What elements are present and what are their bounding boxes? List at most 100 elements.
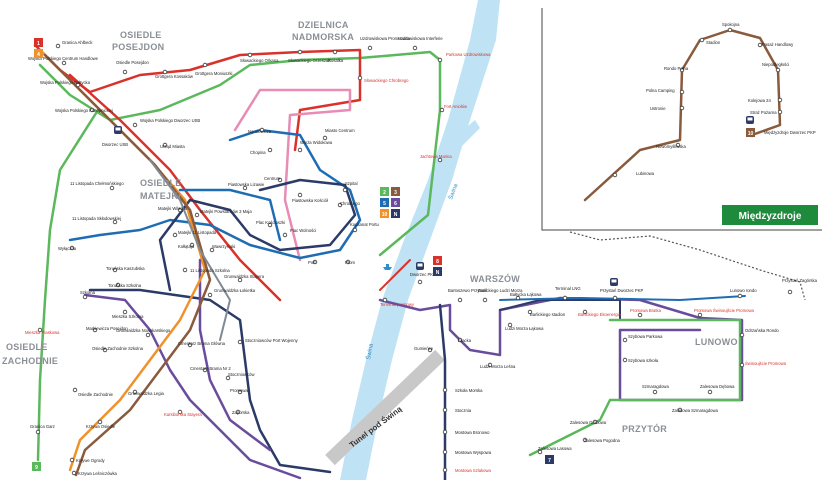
stop-marker[interactable] bbox=[652, 389, 658, 395]
stop-marker[interactable] bbox=[507, 322, 513, 328]
stop-marker[interactable] bbox=[37, 327, 43, 333]
stop-marker[interactable] bbox=[82, 294, 88, 300]
stop-marker[interactable] bbox=[122, 309, 128, 315]
stop-marker[interactable] bbox=[202, 62, 208, 68]
stop-marker[interactable] bbox=[592, 419, 598, 425]
stop-marker[interactable] bbox=[112, 267, 118, 273]
badge-line-n-east[interactable] bbox=[433, 267, 442, 276]
stop-marker[interactable] bbox=[487, 362, 493, 368]
stop-marker[interactable] bbox=[757, 42, 763, 48]
stop-marker[interactable] bbox=[707, 389, 713, 395]
stop-marker[interactable] bbox=[777, 97, 783, 103]
stop-marker[interactable] bbox=[71, 470, 77, 476]
stop-marker[interactable] bbox=[637, 312, 643, 318]
stop-marker[interactable] bbox=[297, 147, 303, 153]
stop-marker[interactable] bbox=[187, 342, 193, 348]
stop-marker[interactable] bbox=[145, 332, 151, 338]
stop-marker[interactable] bbox=[177, 409, 183, 415]
stop-marker[interactable] bbox=[537, 449, 543, 455]
stop-marker[interactable] bbox=[675, 142, 681, 148]
stop-marker[interactable] bbox=[237, 277, 243, 283]
stop-marker[interactable] bbox=[437, 157, 443, 163]
stop-marker[interactable] bbox=[69, 457, 75, 463]
stop-marker[interactable] bbox=[442, 429, 448, 435]
stop-marker[interactable] bbox=[527, 309, 533, 315]
stop-marker[interactable] bbox=[194, 212, 200, 218]
stop-marker[interactable] bbox=[237, 339, 243, 345]
stop-marker[interactable] bbox=[237, 389, 243, 395]
stop-marker[interactable] bbox=[109, 185, 115, 191]
stop-marker[interactable] bbox=[267, 147, 273, 153]
stop-marker[interactable] bbox=[312, 259, 318, 265]
stop-marker[interactable] bbox=[247, 52, 253, 58]
stop-marker[interactable] bbox=[739, 362, 745, 368]
stop-marker[interactable] bbox=[182, 267, 188, 273]
stop-marker[interactable] bbox=[92, 327, 98, 333]
stop-marker[interactable] bbox=[55, 43, 61, 49]
badge-line-1[interactable] bbox=[34, 38, 43, 47]
stop-marker[interactable] bbox=[457, 337, 463, 343]
stop-marker[interactable] bbox=[242, 185, 248, 191]
stop-marker[interactable] bbox=[207, 292, 213, 298]
stop-marker[interactable] bbox=[412, 45, 418, 51]
stop-marker[interactable] bbox=[297, 49, 303, 55]
stop-marker[interactable] bbox=[582, 309, 588, 315]
stop-marker[interactable] bbox=[442, 449, 448, 455]
stop-marker[interactable] bbox=[777, 109, 783, 115]
stop-marker[interactable] bbox=[739, 332, 745, 338]
stop-marker[interactable] bbox=[677, 407, 683, 413]
stop-marker[interactable] bbox=[737, 293, 743, 299]
stop-marker[interactable] bbox=[352, 227, 358, 233]
stop-marker[interactable] bbox=[697, 312, 703, 318]
stop-marker[interactable] bbox=[69, 245, 75, 251]
stop-marker[interactable] bbox=[342, 187, 348, 193]
stop-marker[interactable] bbox=[787, 289, 793, 295]
stop-marker[interactable] bbox=[727, 27, 733, 33]
stop-marker[interactable] bbox=[189, 242, 195, 248]
stop-marker[interactable] bbox=[442, 387, 448, 393]
stop-marker[interactable] bbox=[122, 69, 128, 75]
stop-marker[interactable] bbox=[442, 407, 448, 413]
stop-marker[interactable] bbox=[89, 107, 95, 113]
stop-marker[interactable] bbox=[442, 467, 448, 473]
stop-marker[interactable] bbox=[437, 57, 443, 63]
stop-marker[interactable] bbox=[172, 232, 178, 238]
stop-marker[interactable] bbox=[267, 222, 273, 228]
stop-marker[interactable] bbox=[622, 337, 628, 343]
stop-marker[interactable] bbox=[259, 127, 265, 133]
stop-marker[interactable] bbox=[612, 172, 618, 178]
stop-marker[interactable] bbox=[97, 419, 103, 425]
badge-line-2[interactable] bbox=[380, 187, 389, 196]
stop-marker[interactable] bbox=[622, 357, 628, 363]
stop-marker[interactable] bbox=[235, 409, 241, 415]
stop-marker[interactable] bbox=[225, 375, 231, 381]
badge-line-9[interactable] bbox=[32, 462, 41, 471]
stop-marker[interactable] bbox=[457, 297, 463, 303]
stop-marker[interactable] bbox=[132, 122, 138, 128]
stop-marker[interactable] bbox=[427, 347, 433, 353]
stop-marker[interactable] bbox=[115, 282, 121, 288]
stop-marker[interactable] bbox=[112, 219, 118, 225]
stop-marker[interactable] bbox=[177, 207, 183, 213]
badge-line-6[interactable] bbox=[391, 198, 400, 207]
stop-marker[interactable] bbox=[439, 107, 445, 113]
stop-marker[interactable] bbox=[277, 177, 283, 183]
stop-marker[interactable] bbox=[382, 297, 388, 303]
badge-line-5[interactable] bbox=[380, 198, 389, 207]
badge-line-4[interactable] bbox=[34, 49, 43, 58]
stop-marker[interactable] bbox=[282, 232, 288, 238]
stop-marker[interactable] bbox=[679, 67, 685, 73]
stop-marker[interactable] bbox=[162, 142, 168, 148]
badge-line-10-inset[interactable] bbox=[746, 128, 755, 137]
stop-marker[interactable] bbox=[162, 69, 168, 75]
stop-marker[interactable] bbox=[209, 247, 215, 253]
stop-marker[interactable] bbox=[367, 45, 373, 51]
stop-marker[interactable] bbox=[699, 37, 705, 43]
stop-marker[interactable] bbox=[132, 389, 138, 395]
stop-marker[interactable] bbox=[582, 437, 588, 443]
badge-line-n[interactable] bbox=[391, 209, 400, 218]
stop-marker[interactable] bbox=[75, 82, 81, 88]
badge-line-3[interactable] bbox=[391, 187, 400, 196]
stop-marker[interactable] bbox=[202, 367, 208, 373]
stop-marker[interactable] bbox=[61, 60, 67, 66]
